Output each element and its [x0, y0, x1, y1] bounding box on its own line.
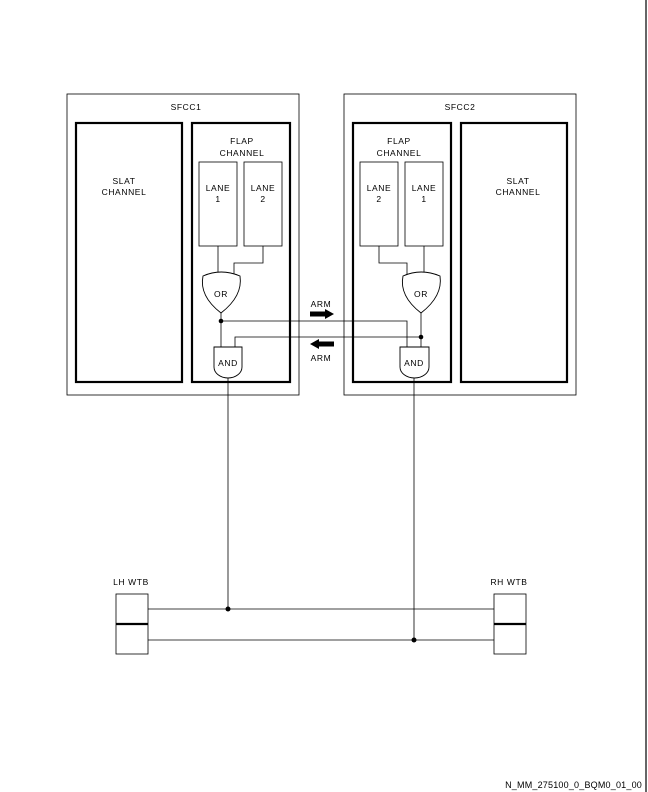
sfcc2-or-label: OR — [414, 289, 428, 299]
arm-link-sfcc2-to-sfcc1 — [234, 336, 421, 347]
arm-arrow-left-icon — [310, 339, 334, 349]
sfcc1-lane1-label: LANE — [206, 183, 231, 193]
arm-label-bottom: ARM — [311, 353, 332, 363]
sfcc2-and-label: AND — [404, 358, 424, 368]
sfcc1-or-label: OR — [214, 289, 228, 299]
sfcc1-flap-label-2: CHANNEL — [220, 148, 265, 158]
sfcc2-lane2-label: LANE — [367, 183, 392, 193]
sfcc2-slat-channel-box — [459, 121, 569, 384]
sfcc2-slat-label-1: SLAT — [506, 176, 529, 186]
sfcc1-box — [66, 93, 300, 396]
sfcc1-slat-label-1: SLAT — [112, 176, 135, 186]
sfcc1-flap-channel-box — [190, 121, 292, 384]
sfcc1-flap-label-1: FLAP — [230, 136, 254, 146]
sfcc1-lane2-number: 2 — [260, 194, 265, 204]
sfcc2-lane2-box — [359, 161, 399, 247]
sfcc1-and-gate — [213, 346, 243, 379]
sfcc2-lane2-wire — [378, 246, 408, 276]
sfcc1-wtb-junction — [225, 606, 231, 612]
sfcc1-and-label: AND — [218, 358, 238, 368]
sfcc2-flap-label-2: CHANNEL — [377, 148, 422, 158]
arm-arrow-right-icon — [310, 309, 334, 319]
figure-id: N_MM_275100_0_BQM0_01_00 — [505, 780, 642, 790]
arm-label-top: ARM — [311, 299, 332, 309]
sfcc2-lane2-number: 2 — [376, 194, 381, 204]
sfcc1-lane2-label: LANE — [251, 183, 276, 193]
arm-link-sfcc1-to-sfcc2 — [221, 320, 408, 347]
sfcc2-flap-label-1: FLAP — [387, 136, 411, 146]
sfcc1-lane2-box — [243, 161, 283, 247]
sfcc1-slat-channel-box — [74, 121, 184, 384]
sfcc1-title: SFCC1 — [171, 102, 202, 112]
sfcc1-lane2-wire — [233, 246, 264, 276]
sfcc2-flap-channel-box — [351, 121, 453, 384]
sfcc1-slat-label-2: CHANNEL — [102, 187, 147, 197]
lh-wtb-label: LH WTB — [113, 577, 149, 587]
sfcc2-wtb-junction — [411, 637, 417, 643]
sfcc1-or-gate — [201, 271, 241, 314]
sfcc1-lane1-box — [198, 161, 238, 247]
sfcc2-and-gate — [399, 346, 430, 379]
sfcc2-lane1-label: LANE — [412, 183, 437, 193]
sfcc2-box — [343, 93, 577, 396]
sfcc2-or-gate — [401, 271, 441, 314]
rh-wtb-label: RH WTB — [490, 577, 527, 587]
sfcc1-lane1-number: 1 — [215, 194, 220, 204]
sfcc2-slat-label-2: CHANNEL — [496, 187, 541, 197]
sfcc2-lane1-box — [404, 161, 444, 247]
sfcc2-lane1-number: 1 — [421, 194, 426, 204]
sfcc2-title: SFCC2 — [445, 102, 476, 112]
